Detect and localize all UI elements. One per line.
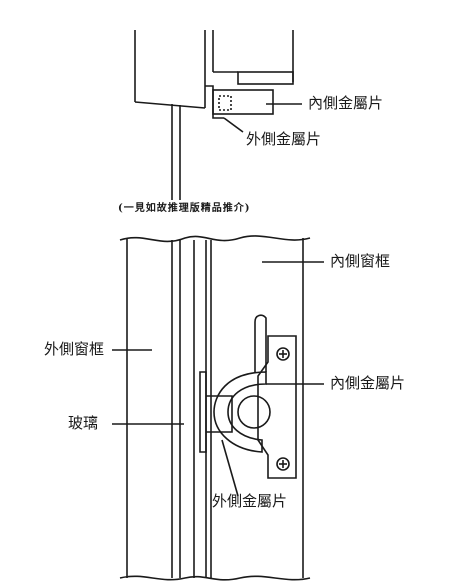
lever-handle [254, 314, 267, 372]
cam-pivot [237, 395, 271, 429]
outer-metal-label: 外側金屬片 [212, 492, 288, 510]
outer-metal-keeper [206, 395, 233, 433]
inner-metal-plate [257, 335, 297, 479]
bottom-top-break-line [119, 235, 311, 243]
inner-frame-label: 內側窗框 [330, 252, 391, 270]
top-inner-metal-label: 內側金屬片 [308, 94, 384, 112]
glass-label: 玻璃 [68, 414, 99, 432]
caption-text: (一見如故推理版精品推介) [118, 203, 251, 214]
bottom-break-line [119, 575, 311, 581]
top-outer-metal-leader [223, 117, 244, 133]
top-detail-drawing [134, 30, 302, 200]
inner-metal-label: 內側金屬片 [330, 374, 406, 392]
outer-metal-base [199, 371, 207, 453]
top-outer-metal-bracket [205, 85, 224, 119]
outer-metal-leader [221, 439, 239, 497]
top-inner-metal-piece [212, 89, 274, 115]
top-frame-bottom-edge [134, 101, 206, 109]
top-outer-metal-label: 外側金屬片 [246, 130, 322, 148]
top-inner-box-step [237, 71, 294, 85]
screw-top [276, 347, 290, 361]
top-latch-tab [218, 95, 232, 111]
screw-bottom [276, 457, 290, 471]
bottom-detail-drawing [112, 235, 324, 581]
outer-frame-label: 外側窗框 [44, 340, 105, 358]
